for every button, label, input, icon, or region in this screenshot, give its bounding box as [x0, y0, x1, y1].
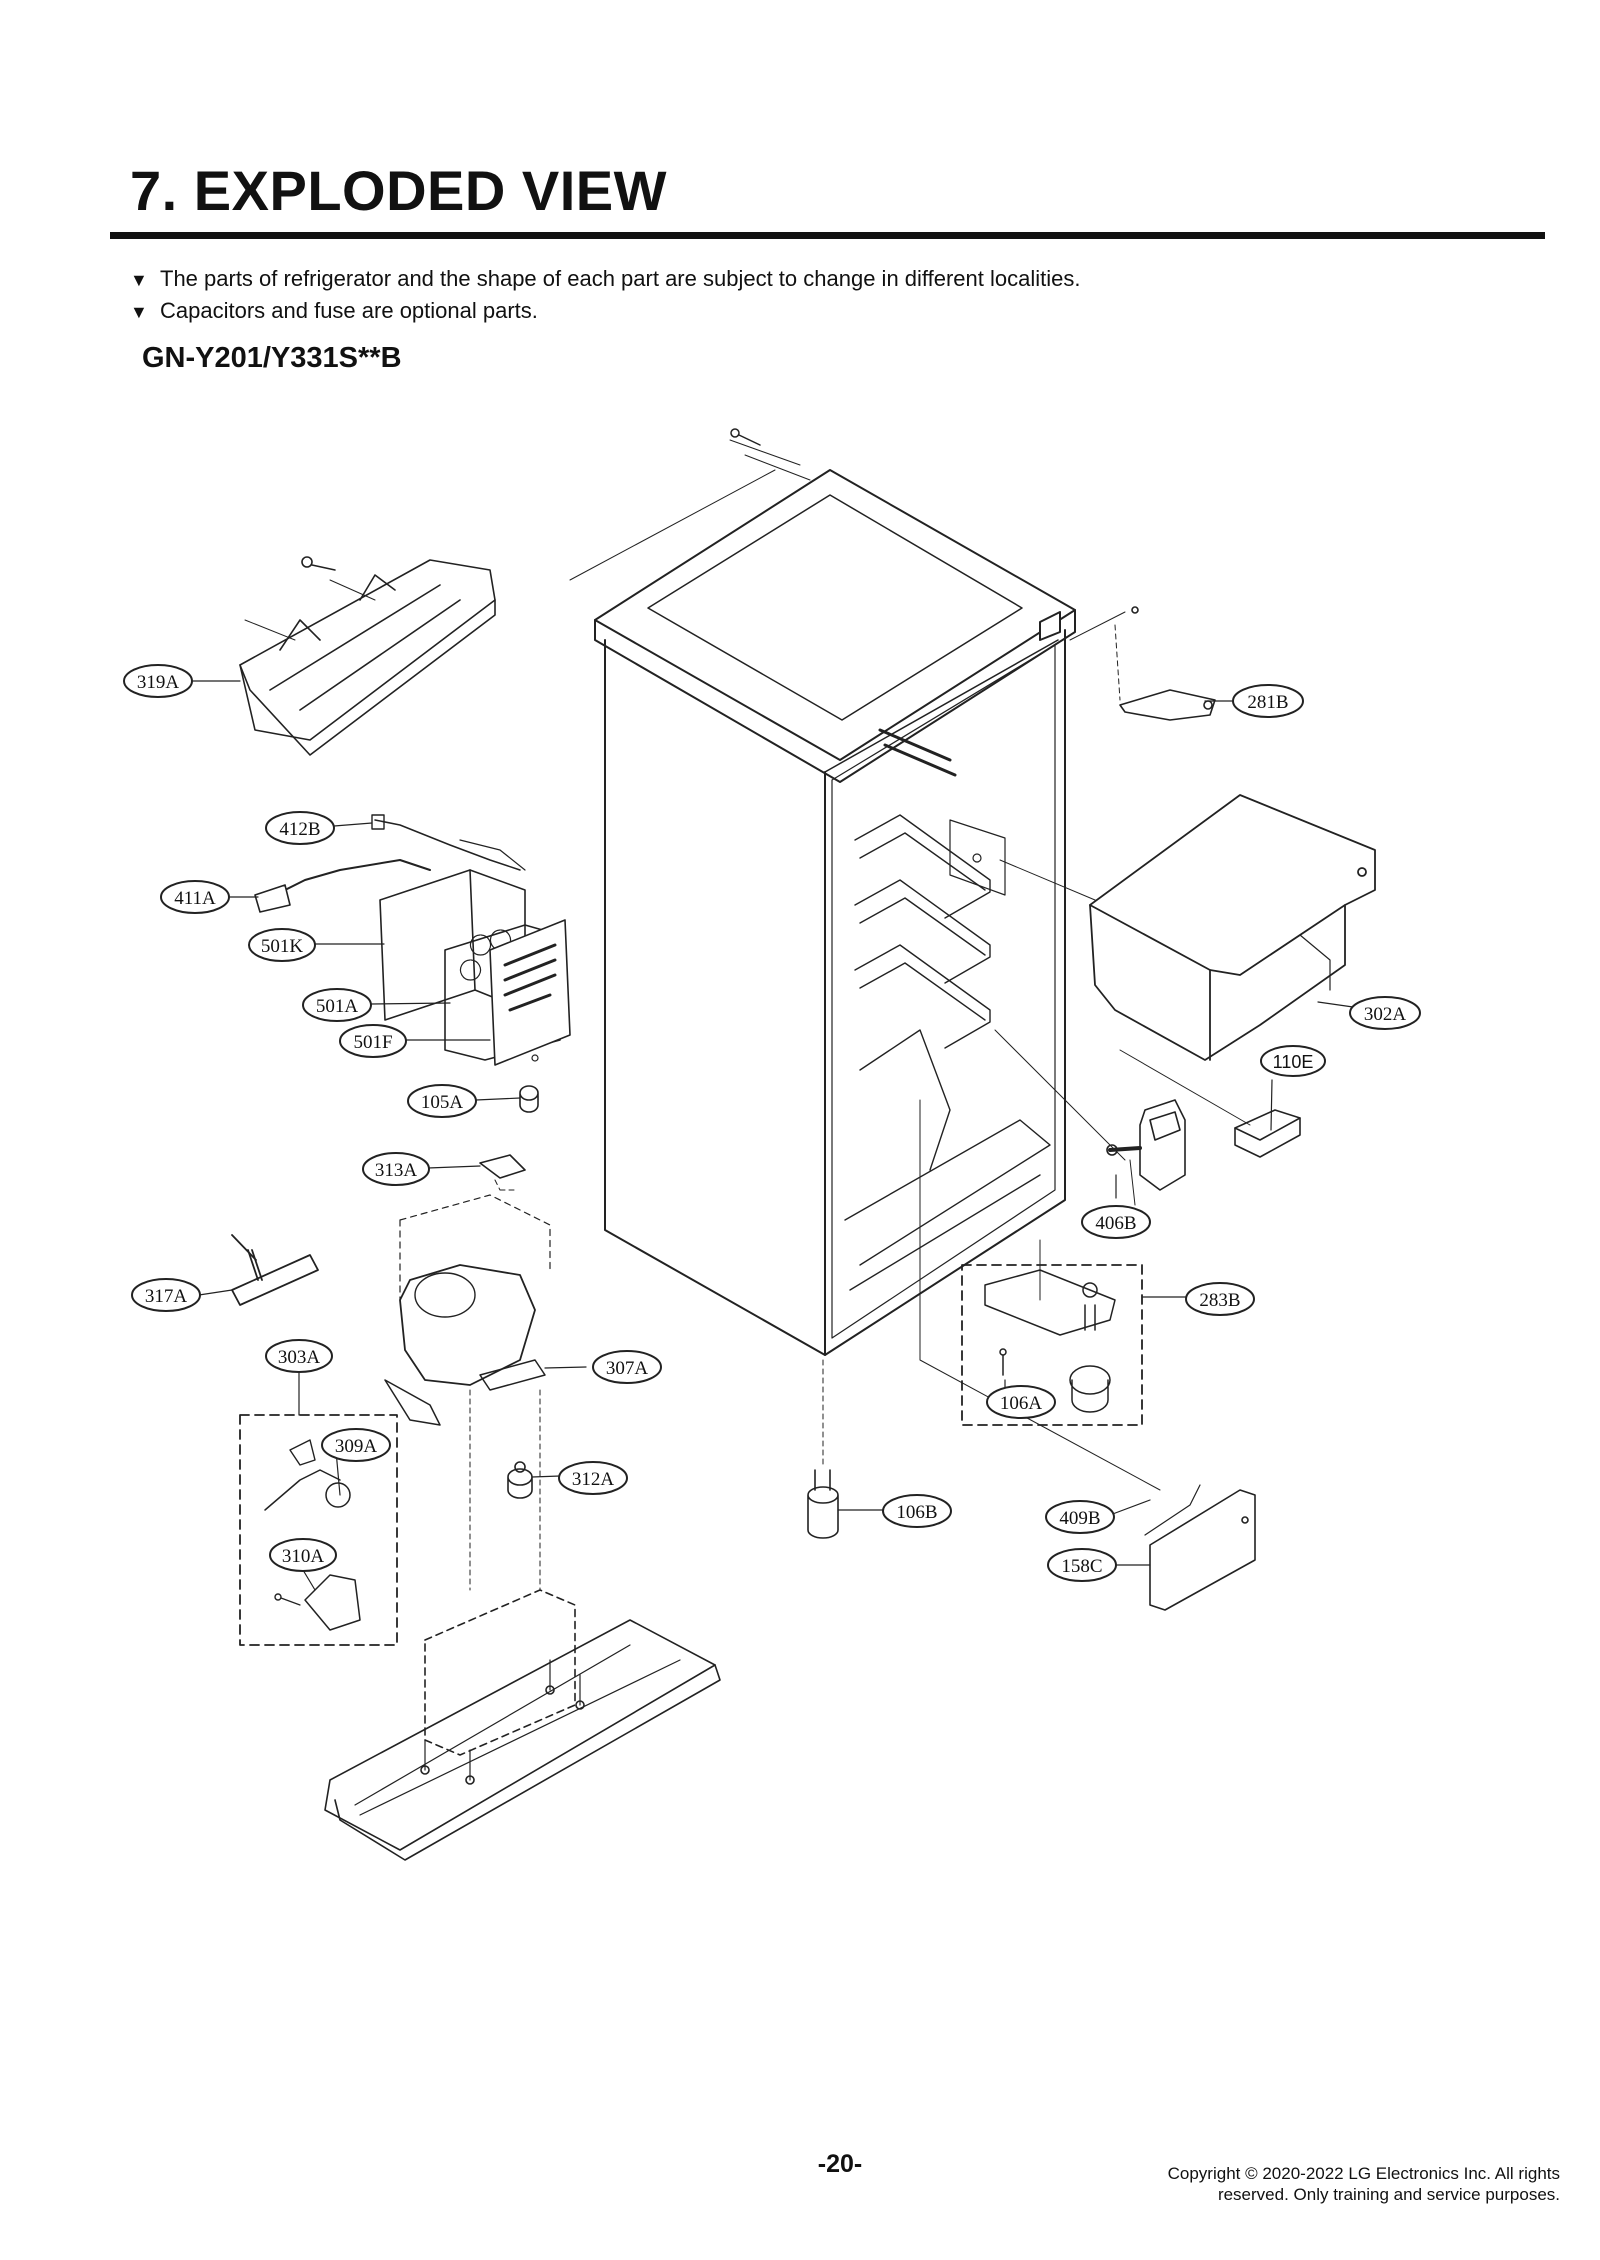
- callout-412B: 412B: [265, 811, 335, 845]
- hinge-drawing: [1114, 606, 1216, 721]
- callout-110E: 110E: [1260, 1045, 1326, 1077]
- control-box-drawing: [254, 814, 571, 1066]
- svg-text:501F: 501F: [353, 1032, 392, 1053]
- svg-text:409B: 409B: [1059, 1508, 1100, 1529]
- svg-text:281B: 281B: [1247, 692, 1288, 713]
- svg-text:412B: 412B: [279, 819, 320, 840]
- callout-409B: 409B: [1045, 1500, 1115, 1534]
- svg-text:312A: 312A: [572, 1469, 615, 1490]
- callout-307A: 307A: [592, 1350, 662, 1384]
- cover-drawing: [1089, 794, 1376, 1061]
- svg-text:106A: 106A: [1000, 1393, 1043, 1414]
- callout-312A: 312A: [558, 1461, 628, 1495]
- callout-310A: 310A: [269, 1538, 337, 1572]
- callout-319A: 319A: [123, 664, 193, 698]
- callout-283B: 283B: [1185, 1282, 1255, 1316]
- model-name: GN-Y201/Y331S**B: [142, 342, 402, 374]
- cabinet-drawing: [569, 439, 1161, 1491]
- svg-text:501A: 501A: [316, 996, 359, 1017]
- compressor-drawing: [384, 1194, 551, 1426]
- grommet-drawing: [507, 1461, 533, 1499]
- title-rule: [110, 232, 1545, 239]
- svg-text:307A: 307A: [606, 1358, 649, 1379]
- lamp-cover-drawing: [1144, 1484, 1256, 1611]
- insert-drawing: [1119, 1049, 1301, 1158]
- svg-text:317A: 317A: [145, 1286, 188, 1307]
- svg-text:313A: 313A: [375, 1160, 418, 1181]
- note-localities: ▼ The parts of refrigerator and the shape…: [130, 266, 1080, 292]
- callout-501F: 501F: [339, 1024, 407, 1058]
- copyright-line: Copyright © 2020-2022 LG Electronics Inc…: [1167, 2164, 1560, 2183]
- thermostat-drawing: [1106, 1099, 1186, 1206]
- svg-text:303A: 303A: [278, 1347, 321, 1368]
- svg-text:501K: 501K: [261, 936, 304, 957]
- callout-406B: 406B: [1081, 1205, 1151, 1239]
- callout-317A: 317A: [131, 1278, 201, 1312]
- callout-106B: 106B: [882, 1494, 952, 1528]
- note-capacitors: ▼ Capacitors and fuse are optional parts.: [130, 298, 538, 324]
- callout-105A: 105A: [407, 1084, 477, 1118]
- callout-106A: 106A: [986, 1385, 1056, 1419]
- copyright-line: reserved. Only training and service purp…: [1217, 2185, 1560, 2204]
- callout-501K: 501K: [248, 928, 316, 962]
- base-plate-drawing: [324, 1389, 721, 1861]
- callout-group: [191, 680, 1361, 1591]
- drier-drawing: [231, 1234, 319, 1306]
- triangle-marker-icon: ▼: [130, 302, 148, 322]
- callout-302A: 302A: [1349, 996, 1421, 1030]
- copyright-notice: Copyright © 2020-2022 LG Electronics Inc…: [1060, 2163, 1560, 2205]
- callout-309A: 309A: [321, 1428, 391, 1462]
- leveling-foot-drawing: [807, 1359, 839, 1539]
- svg-text:105A: 105A: [421, 1092, 464, 1113]
- svg-text:310A: 310A: [282, 1546, 325, 1567]
- note-text: The parts of refrigerator and the shape …: [160, 266, 1081, 291]
- note-text: Capacitors and fuse are optional parts.: [160, 298, 538, 323]
- callout-501A: 501A: [302, 988, 372, 1022]
- svg-text:319A: 319A: [137, 672, 180, 693]
- svg-text:110E: 110E: [1273, 1052, 1314, 1072]
- svg-text:302A: 302A: [1364, 1004, 1407, 1025]
- callout-281B: 281B: [1232, 684, 1304, 718]
- egg-tray-drawing: [239, 556, 496, 756]
- top-screw-drawing: [730, 428, 761, 446]
- lower-hinge-group-drawing: [961, 1264, 1143, 1426]
- svg-text:106B: 106B: [896, 1502, 937, 1523]
- callout-158C: 158C: [1047, 1548, 1117, 1582]
- relay-group-drawing: [239, 1414, 398, 1646]
- triangle-marker-icon: ▼: [130, 270, 148, 290]
- svg-text:406B: 406B: [1095, 1213, 1136, 1234]
- svg-text:309A: 309A: [335, 1436, 378, 1457]
- callout-411A: 411A: [160, 880, 230, 914]
- svg-text:283B: 283B: [1199, 1290, 1240, 1311]
- svg-text:158C: 158C: [1061, 1556, 1102, 1577]
- callout-313A: 313A: [362, 1152, 430, 1186]
- clip-drawing: [479, 1154, 526, 1191]
- svg-text:411A: 411A: [174, 888, 216, 909]
- page-number: -20-: [817, 2150, 863, 2178]
- callout-303A: 303A: [265, 1339, 333, 1373]
- page-title: 7. EXPLODED VIEW: [130, 159, 667, 222]
- relay-cap-drawing: [519, 1085, 539, 1113]
